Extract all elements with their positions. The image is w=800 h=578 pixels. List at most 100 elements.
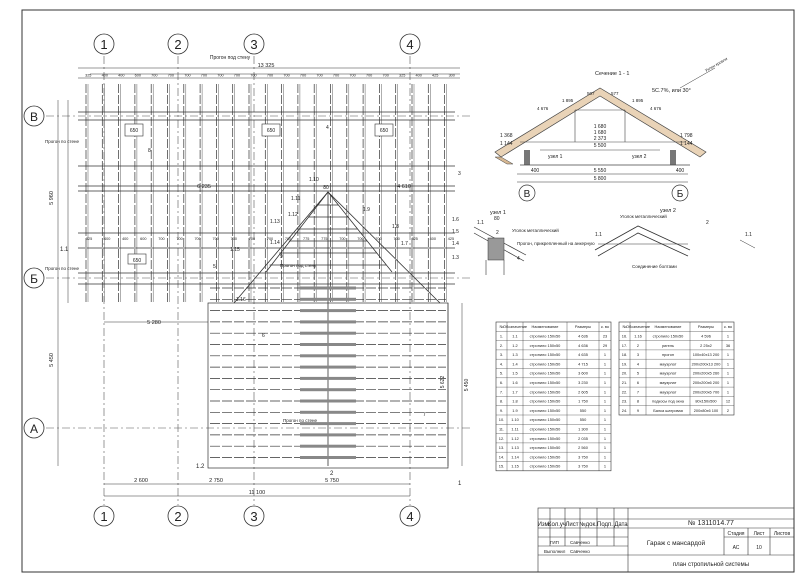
section-right-dim-1: 1 798: [680, 133, 693, 139]
spec2-cell-5-4: 1: [727, 371, 729, 376]
spec2-cell-4-3: 200х200х13 200: [692, 361, 722, 366]
node-1-detail: узел 1 Уголок металлический Прогон, прик…: [473, 210, 595, 275]
spec1-cell-11-2: стропило 150х50: [530, 427, 561, 432]
spec2-cell-8-0: 23.: [622, 399, 627, 404]
spec2-cell-3-2: прогон: [662, 352, 674, 357]
spec1-cell-10-4: 1: [604, 417, 606, 422]
tb-col-podp: Подп.: [597, 522, 613, 528]
top-label: Прогон под стену: [210, 55, 251, 61]
section-dim-5800: 5 800: [594, 176, 607, 182]
opening-label-4: 650: [133, 258, 142, 264]
section-1-1: Сечение 1 - 1 5С.7%, или 30° Уклон кровл…: [494, 56, 728, 202]
spec1-cell-0-0: №: [499, 324, 503, 329]
mark-1-15: 1.15: [230, 247, 240, 253]
mid-dim-4: 700: [158, 237, 164, 241]
tb-name-1: Савченко: [570, 540, 590, 545]
hip-rafters: [269, 204, 387, 266]
spec2-cell-0-2: Наименование: [655, 324, 682, 329]
tb-col-list: Лист: [565, 522, 578, 528]
spec2-cell-9-4: 2: [727, 408, 729, 413]
mid-dim-19: 400: [430, 237, 436, 241]
spec2-cell-1-3: 4 596: [701, 334, 711, 339]
top-dim-6: 700: [184, 74, 190, 78]
axis-grid: [46, 56, 470, 505]
spec1-cell-14-4: 1: [604, 454, 606, 459]
spec1-cell-8-0: 8.: [500, 399, 503, 404]
label-prog-mid: Прогон по стене: [45, 266, 79, 271]
bottom-total-dim: 11 100: [249, 490, 265, 496]
spec2-cell-9-3: 200х80х6 100: [694, 408, 719, 413]
spec2-cell-6-1: 6: [637, 380, 639, 385]
left-dimension-lines: [57, 100, 69, 466]
spec2-cell-4-4: 1: [727, 361, 729, 366]
mark-1-13: 1.13: [270, 219, 280, 225]
mid-dim-1: 400: [104, 237, 110, 241]
spec1-cell-0-2: Наименование: [532, 324, 559, 329]
spec2-cell-3-3: 100х40х13 200: [693, 352, 720, 357]
top-dim-1: 400: [102, 74, 108, 78]
lower-hor-dim: 5 280: [147, 320, 161, 326]
mid-dim-8: 700: [231, 237, 237, 241]
mark-7: 7: [423, 412, 426, 418]
axis-col-1-bottom: 1: [100, 509, 107, 524]
section-small-dim-6: 1 895: [632, 98, 644, 103]
section-dim-5550: 5 550: [594, 168, 607, 174]
bottom-dim-1: 2 600: [134, 478, 148, 484]
top-dim-0: 325: [85, 74, 91, 78]
section-right-dim-2: 1 144: [680, 141, 693, 147]
spec1-cell-0-4: к. во: [601, 324, 609, 329]
section-slope: 5С.7%, или 30°: [652, 88, 691, 94]
spec1-cell-0-3: Размеры: [575, 324, 591, 329]
spec2-cell-1-2: стропило 150х50: [653, 334, 684, 339]
node2-label-b: Соединение болтами: [632, 264, 677, 269]
spec1-cell-7-2: стропило 150х50: [530, 389, 561, 394]
spec2-cell-7-4: 1: [727, 389, 729, 394]
lower-rafter-tie-3: [300, 320, 356, 324]
spec2-cell-9-0: 24.: [622, 408, 627, 413]
lower-rafter-tie-6: [300, 354, 356, 358]
lower-rafter-tie-9: [300, 388, 356, 392]
spec1-cell-11-1: 1.11: [511, 427, 518, 432]
lower-rafter-tie-13: [300, 433, 356, 437]
section-title: Сечение 1 - 1: [595, 71, 629, 77]
mark-8: 8: [148, 148, 151, 154]
sheet-frame: [21, 9, 795, 573]
spec2-cell-3-4: 1: [727, 352, 729, 357]
spec1-cell-3-4: 1: [604, 352, 606, 357]
mid-hor-dim-1: 6 235: [197, 184, 211, 190]
spec2-cell-5-0: 20.: [622, 371, 627, 376]
bottom-dim-2: 2 750: [209, 478, 223, 484]
spec1-cell-7-1: 1.7: [512, 389, 517, 394]
spec2-cell-9-2: Балка шатровая: [653, 408, 683, 413]
spec1-cell-9-2: стропило 150х50: [530, 408, 561, 413]
left-vertical-top-dim: 5 960: [49, 191, 55, 205]
mark-5: 5: [213, 264, 216, 270]
axis-col-2-bottom: 2: [174, 509, 181, 524]
spec1-cell-14-2: стропило 150х50: [530, 454, 561, 459]
spec1-cell-10-0: 10.: [499, 417, 504, 422]
spec2-cell-2-0: 17.: [622, 343, 627, 348]
spec1-cell-5-2: стропило 150х50: [530, 371, 561, 376]
spec2-cell-4-2: мауэрлат: [660, 361, 677, 366]
spec1-cell-0-1: Обозначение: [503, 324, 527, 329]
spec1-cell-4-1: 1.4: [512, 361, 518, 366]
spec1-cell-4-0: 4.: [500, 361, 503, 366]
section-slope-note: Уклон кровли: [704, 56, 728, 73]
opening-label-1: 650: [130, 128, 139, 134]
spec1-cell-6-1: 1.6: [512, 380, 517, 385]
spec1-cell-6-2: стропило 150х50: [530, 380, 561, 385]
mid-dim-12: 775: [303, 237, 309, 241]
spec1-cell-7-3: 2 605: [578, 389, 588, 394]
top-dim-13: 700: [300, 74, 306, 78]
section-axis-b: Б: [677, 189, 684, 200]
spec2-cell-7-2: мауэрлат: [660, 389, 677, 394]
top-dim-14: 700: [316, 74, 322, 78]
spec2-cell-6-4: 1: [727, 380, 729, 385]
plan-marks: 1.1 1.2 1.3 1.4 1.5 1.6 1.7 1.8 1.9 1.10…: [60, 125, 462, 487]
spec1-cell-11-0: 11.: [499, 427, 504, 432]
axis-row-v: В: [30, 110, 38, 124]
node1-label-b: Прогон, прикрепленный на анкерную: [517, 240, 595, 246]
spec2-cell-4-1: 4: [637, 361, 640, 366]
